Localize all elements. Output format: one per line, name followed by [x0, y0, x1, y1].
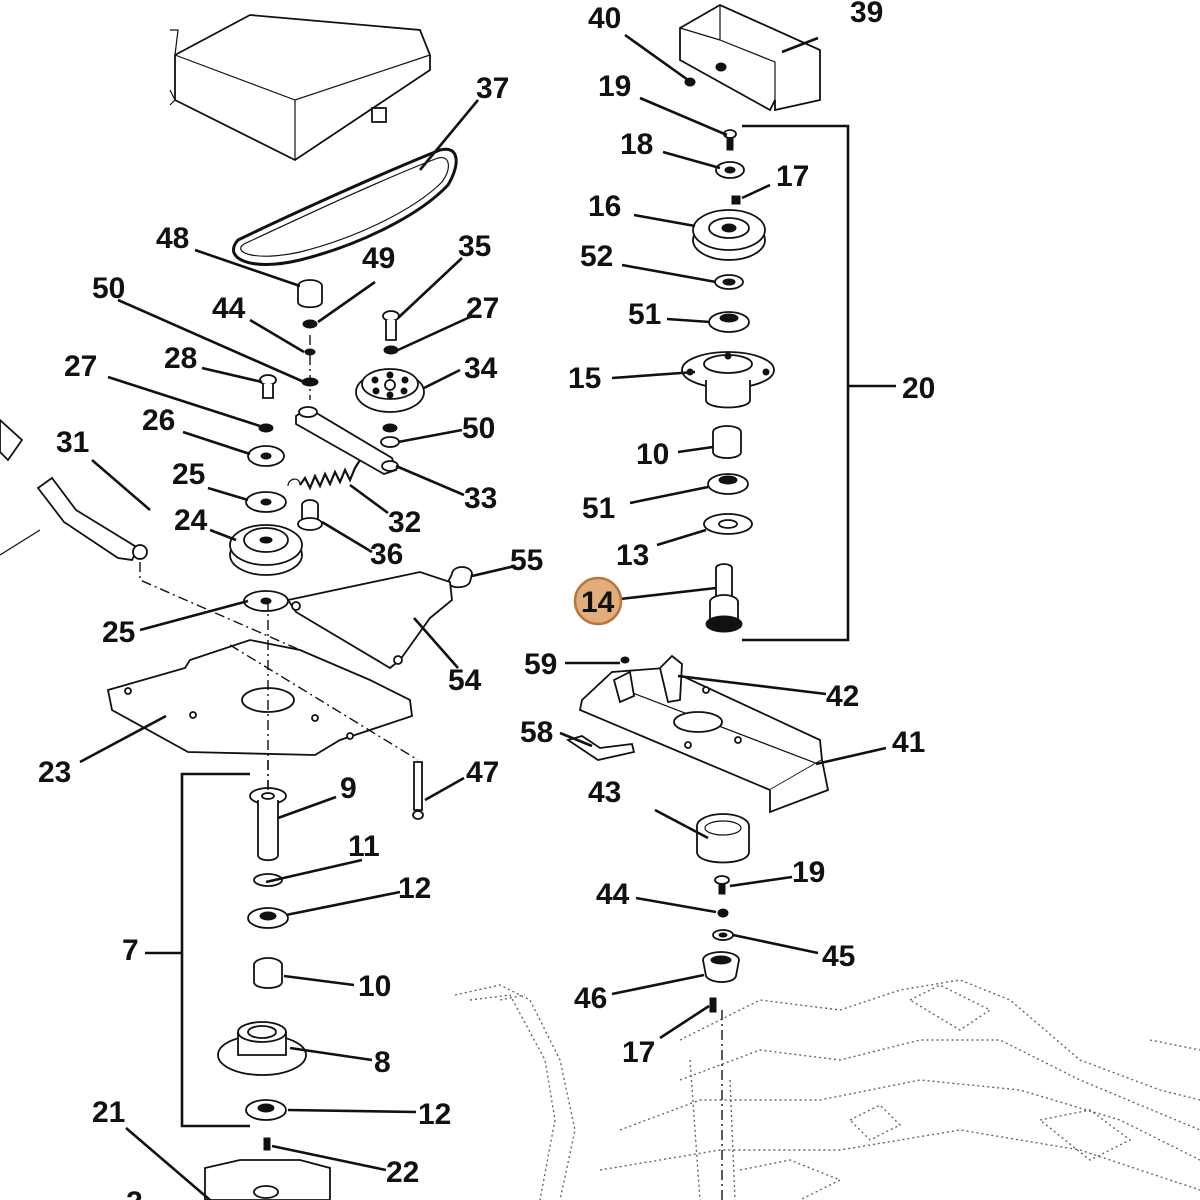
drive-belt — [232, 147, 458, 266]
callout-27: 27 — [64, 350, 97, 383]
callout-18: 18 — [620, 128, 653, 161]
callout-24: 24 — [174, 504, 208, 537]
spindle-assembly-20 — [679, 3, 850, 642]
callout-44: 44 — [212, 292, 246, 325]
callout-17: 17 — [776, 160, 809, 193]
callout-55: 55 — [510, 544, 543, 577]
callout-46: 46 — [574, 982, 607, 1015]
callout-33: 33 — [464, 482, 497, 515]
spindle-assembly-7 — [180, 760, 331, 1200]
belt-housing — [565, 654, 830, 1200]
callout-52: 52 — [580, 240, 613, 273]
callout-19: 19 — [598, 70, 631, 103]
callout-34: 34 — [464, 352, 498, 385]
callout-12: 12 — [418, 1098, 451, 1131]
callout-48: 48 — [156, 222, 189, 255]
callout-7: 7 — [122, 934, 139, 967]
callout-23: 23 — [38, 756, 71, 789]
callout-13: 13 — [616, 539, 649, 572]
callout-25: 25 — [172, 458, 205, 491]
callout-10: 10 — [636, 438, 669, 471]
callout-27: 27 — [466, 292, 499, 325]
leader-lines — [79, 33, 896, 1200]
callout-12: 12 — [398, 872, 431, 905]
callout-16: 16 — [588, 190, 621, 223]
callout-20: 20 — [902, 372, 935, 405]
callout-50: 50 — [462, 412, 495, 445]
callout-37: 37 — [476, 72, 509, 105]
callout-11: 11 — [348, 830, 380, 863]
callout-41: 41 — [892, 726, 925, 759]
callout-15: 15 — [568, 362, 601, 395]
callout-51: 51 — [628, 298, 661, 331]
callout-21: 21 — [92, 1096, 125, 1129]
callout-8: 8 — [374, 1046, 391, 1079]
callout-28: 28 — [164, 342, 197, 375]
callout-42: 42 — [826, 680, 859, 713]
callout-39: 39 — [850, 0, 883, 29]
callout-44: 44 — [596, 878, 630, 911]
callout-59: 59 — [524, 648, 557, 681]
callout-25: 25 — [102, 616, 135, 649]
callout-2: 2 — [126, 1186, 143, 1200]
highlight-marker — [573, 576, 623, 626]
callout-40: 40 — [588, 2, 621, 35]
mower-deck-outline — [454, 979, 1200, 1200]
callout-58: 58 — [520, 716, 553, 749]
callout-45: 45 — [822, 940, 855, 973]
callout-17: 17 — [622, 1036, 655, 1069]
callout-26: 26 — [142, 404, 175, 437]
callout-31: 31 — [56, 426, 89, 459]
callout-35: 35 — [458, 230, 491, 263]
callout-9: 9 — [340, 772, 357, 805]
callout-43: 43 — [588, 776, 621, 809]
callout-14: 14 — [581, 586, 615, 619]
callout-10: 10 — [358, 970, 391, 1003]
callout-36: 36 — [370, 538, 403, 571]
callout-54: 54 — [448, 664, 482, 697]
callout-49: 49 — [362, 242, 395, 275]
callout-32: 32 — [388, 506, 421, 539]
callout-22: 22 — [386, 1156, 419, 1189]
top-cover — [169, 14, 431, 162]
left-assembly — [0, 279, 473, 820]
callout-51: 51 — [582, 492, 615, 525]
callout-labels: 40 39 19 18 17 16 52 51 15 20 10 51 13 1… — [38, 0, 935, 1200]
callout-47: 47 — [466, 756, 499, 789]
callout-19: 19 — [792, 856, 825, 889]
callout-50: 50 — [92, 272, 125, 305]
